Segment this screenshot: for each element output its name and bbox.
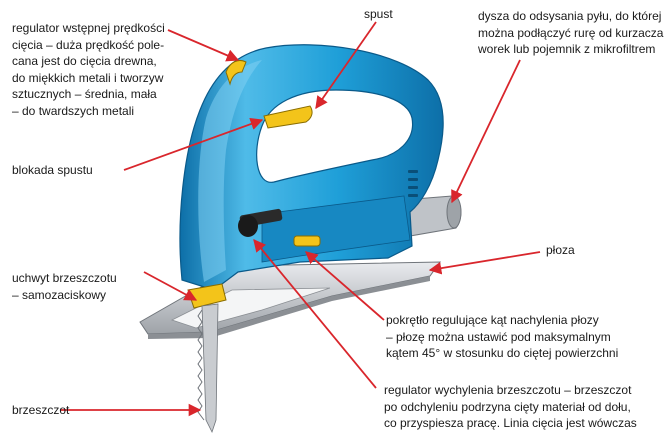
arrow-pendulum-regulator	[253, 239, 377, 389]
label-line: uchwyt brzeszczotu	[12, 271, 117, 285]
label-line: do miękkich metali i tworzyw	[12, 70, 164, 85]
saw-blade	[197, 303, 219, 434]
pendulum-slider	[293, 235, 321, 247]
label-line: regulator wychylenia brzeszczotu – brzes…	[384, 383, 632, 397]
trigger	[263, 105, 313, 129]
label-base-plate: płoza	[546, 243, 575, 257]
label-line: sztucznych – średnia, mała	[12, 87, 157, 101]
arrow-base-plate	[428, 251, 541, 275]
label-line: cana jest do cięcia drewna,	[12, 54, 157, 68]
label-line: – do twardszych metali	[12, 103, 135, 118]
jigsaw-body	[179, 44, 444, 291]
label-line: – płozę można ustawić pod maksymalnym	[386, 329, 611, 344]
label-line: dysza do odsysania pyłu, do której	[478, 9, 662, 23]
bevel-knob	[238, 208, 283, 237]
label-line: pokrętło regulujące kąt nachylenia płozy	[386, 313, 599, 327]
label-line: regulator wstępnej prędkości	[12, 21, 165, 35]
label-dust-nozzle: dysza do odsysania pyłu, do której można…	[478, 8, 664, 58]
label-bevel-knob: pokrętło regulujące kąt nachylenia płozy…	[386, 312, 618, 362]
label-pendulum-regulator: regulator wychylenia brzeszczotu – brzes…	[384, 382, 637, 432]
arrow-trigger	[315, 21, 377, 110]
arrow-dust-nozzle	[451, 59, 521, 204]
callout-arrows	[60, 21, 541, 417]
label-blade: brzeszczot	[12, 403, 70, 417]
label-blade-holder: uchwyt brzeszczotu – samozaciskowy	[12, 270, 117, 303]
label-line: cięcia – duża prędkość pole-	[12, 37, 165, 52]
blade-holder	[187, 283, 227, 309]
vent-slots	[408, 170, 418, 197]
arrow-bevel-knob	[305, 251, 385, 321]
label-speed-regulator: regulator wstępnej prędkości cięcia – du…	[12, 20, 165, 119]
label-line: co przyspiesza pracę. Linia cięcia jest …	[384, 416, 637, 430]
speed-regulator-wheel	[225, 59, 247, 86]
label-line: worek lub pojemnik z mikrofiltrem	[478, 42, 656, 56]
label-trigger: spust	[364, 7, 393, 21]
arrow-trigger-lock	[123, 117, 264, 171]
label-trigger-lock: blokada spustu	[12, 163, 93, 177]
arrow-speed-regulator	[167, 29, 240, 62]
label-line: po odchyleniu podrzyna cięty materiał od…	[384, 399, 631, 414]
label-line: – samozaciskowy	[12, 287, 107, 302]
arrow-blade-holder	[143, 271, 198, 301]
label-line: kątem 45° w stosunku do ciętej powierzch…	[386, 346, 619, 360]
label-line: można podłączyć rurę od kurzacza,	[478, 25, 664, 40]
